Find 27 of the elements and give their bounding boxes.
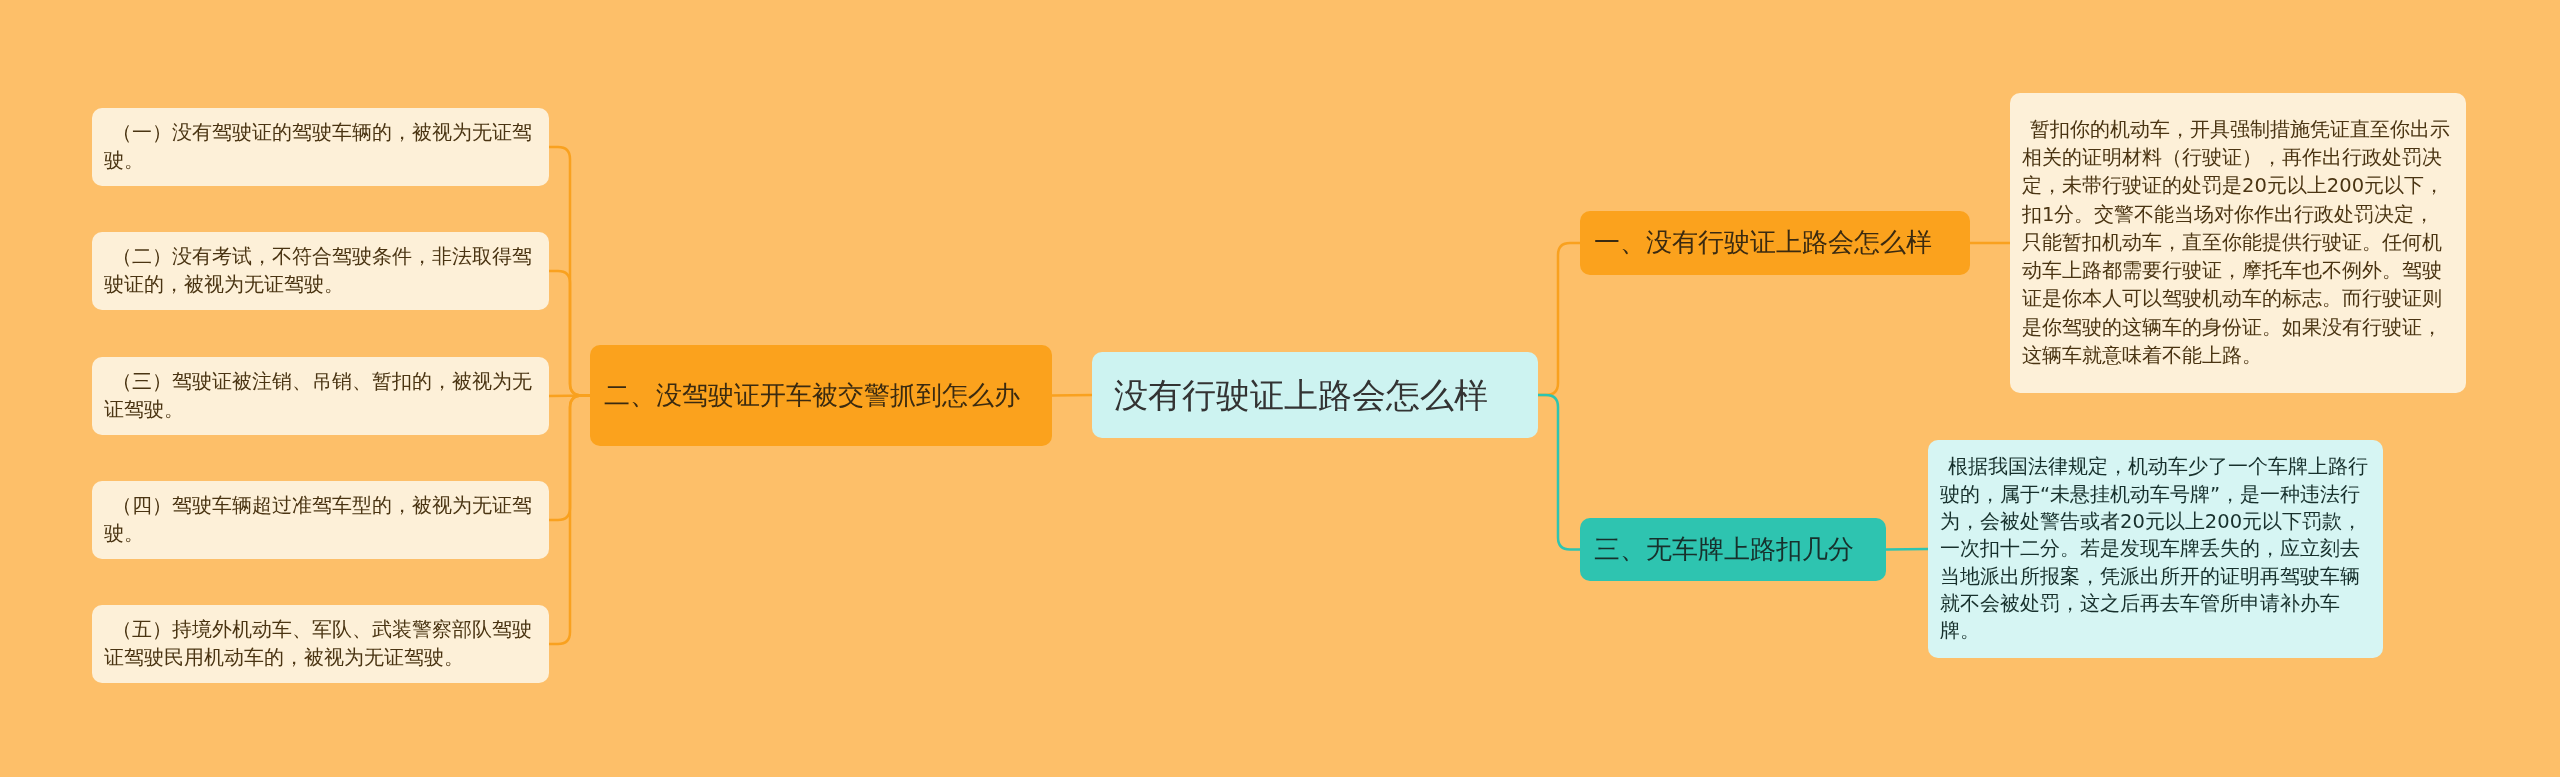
- topic-text: （一）没有驾驶证的驾驶车辆的，被视为无证驾驶。: [104, 119, 533, 174]
- topic-text: （二）没有考试，不符合驾驶条件，非法取得驾驶证的，被视为无证驾驶。: [104, 243, 533, 298]
- topic-text: 根据我国法律规定，机动车少了一个车牌上路行驶的，属于“未悬挂机动车号牌”，是一种违法行为，会被处警告或者20元以上200元以下罚款，一次扣十二分。若是发现车牌丢失的，应立刻去当地派出所报案，凭派出所开的证明再驾驶车辆就不会被处罚，这之后再去车管所申请补办车牌。: [1940, 454, 2369, 645]
- note-card: [92, 357, 549, 435]
- topic-text: （五）持境外机动车、军队、武装警察部队驾驶证驾驶民用机动车的，被视为无证驾驶。: [104, 616, 533, 671]
- topic-text: 没有行驶证上路会怎么样: [1114, 373, 1488, 417]
- connector-line: [1886, 547, 1928, 551]
- note-card: [2010, 93, 2466, 393]
- note-card: [92, 108, 549, 186]
- connector-line: [1970, 241, 2010, 245]
- connector-line: [549, 394, 590, 646]
- note-card: [92, 481, 549, 559]
- branch-topic: [1580, 211, 1970, 275]
- topic-text: （四）驾驶车辆超过准驾车型的，被视为无证驾驶。: [104, 492, 533, 547]
- connector-line: [1052, 393, 1092, 397]
- topic-text: 暂扣你的机动车，开具强制措施凭证直至你出示相关的证明材料（行驶证），再作出行政处罚决定，未带行驶证的处罚是20元以上200元以下，扣1分。交警不能当场对你作出行政处罚决定，只能暂扣机动车，直至你能提供行驶证。任何机动车上路都需要行驶证，摩托车也不例外。驾驶证是你本人可以驾驶机动车的标志。而行驶证则是你驾驶的这辆车的身份证。如果没有行驶证，这辆车就意味着不能上路。: [2022, 116, 2451, 369]
- central-topic: [1092, 352, 1538, 438]
- topic-text: 二、没驾驶证开车被交警抓到怎么办: [604, 378, 1020, 412]
- connector-line: [1538, 393, 1580, 551]
- note-card: [92, 605, 549, 683]
- topic-text: 三、无车牌上路扣几分: [1594, 532, 1854, 566]
- topic-text: （三）驾驶证被注销、吊销、暂扣的，被视为无证驾驶。: [104, 368, 533, 423]
- note-card: [1928, 440, 2383, 658]
- branch-topic: [590, 345, 1052, 446]
- topic-text: 一、没有行驶证上路会怎么样: [1594, 226, 1932, 260]
- note-card: [92, 232, 549, 310]
- branch-topic: [1580, 518, 1886, 581]
